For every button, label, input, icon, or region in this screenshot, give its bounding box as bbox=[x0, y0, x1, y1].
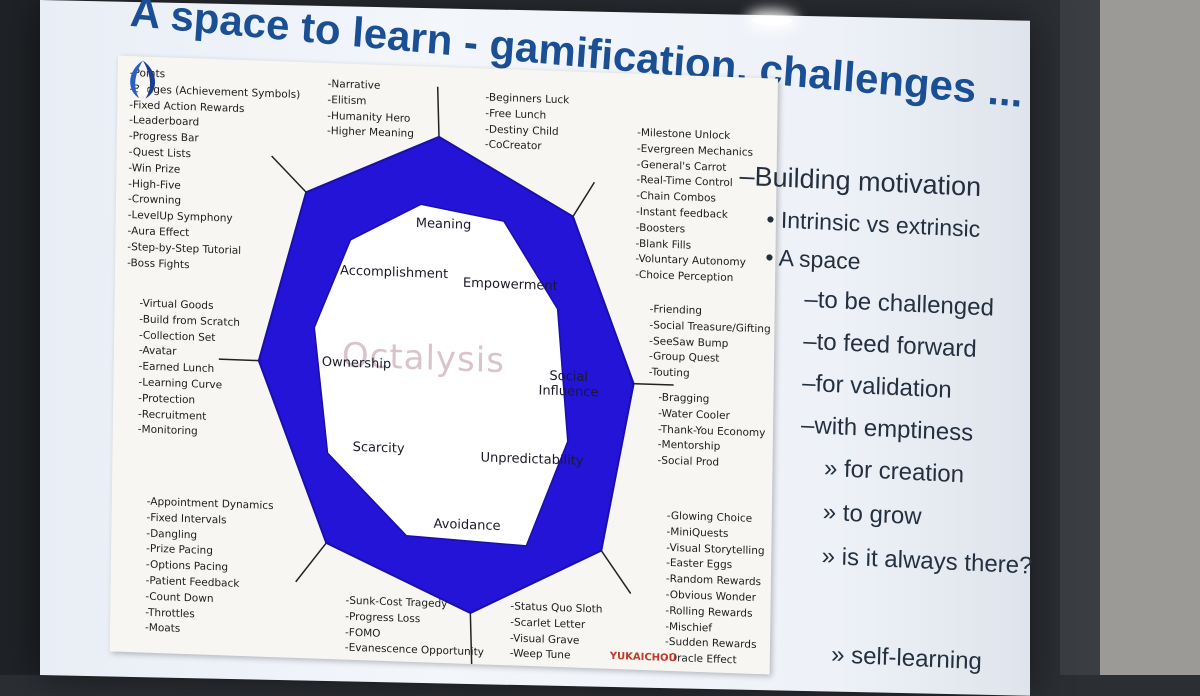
drive-ownership: Ownership bbox=[321, 354, 392, 373]
room-wall-right bbox=[1100, 0, 1200, 675]
drive-meaning: Meaning bbox=[415, 216, 472, 233]
bullet-a-space: • A space bbox=[765, 243, 861, 275]
list-unpredictability: -Glowing Choice-MiniQuests-Visual Storyt… bbox=[665, 509, 765, 670]
list-empowerment: -Milestone Unlock-Evergreen Mechanics-Ge… bbox=[635, 126, 753, 288]
yukaichou-logo-text: YUKAICHOU bbox=[609, 650, 677, 665]
bullet-creation: » for creation bbox=[823, 454, 965, 489]
octalysis-framework: Octalysis Meaning Empowerment Social Inf… bbox=[109, 55, 778, 675]
slide-bullets: –Building motivation • Intrinsic vs extr… bbox=[739, 161, 1060, 676]
bullet-intrinsic: • Intrinsic vs extrinsic bbox=[766, 205, 981, 242]
yukaichou-logo-icon bbox=[130, 60, 156, 99]
list-item: -Weep Tune bbox=[509, 647, 571, 662]
bullet-grow: » to grow bbox=[822, 498, 922, 531]
bullet-feed-forward: –to feed forward bbox=[802, 327, 978, 363]
bullet-emptiness: –with emptiness bbox=[800, 411, 974, 447]
list-item: -CoCreator bbox=[484, 138, 542, 153]
drive-scarcity: Scarcity bbox=[352, 439, 405, 457]
list-avoidance-right: -Status Quo Sloth-Scarlet Letter-Visual … bbox=[510, 599, 603, 665]
bullet-validation: –for validation bbox=[801, 369, 952, 404]
list-ownership: -Virtual Goods-Build from Scratch-Collec… bbox=[138, 296, 241, 442]
list-avoidance-left: -Sunk-Cost Tragedy-Progress Loss-FOMO-Ev… bbox=[345, 594, 485, 662]
bullet-always-there: » is it always there? bbox=[821, 542, 1033, 580]
list-item: -Higher Meaning bbox=[326, 125, 414, 141]
projector-glare bbox=[752, 14, 792, 26]
list-meaning-right: -Beginners Luck-Free Lunch-Destiny Child… bbox=[485, 90, 570, 156]
bullet-self-learning: » self-learning bbox=[830, 641, 983, 676]
bullet-challenged: –to be challenged bbox=[804, 285, 995, 322]
list-scarcity: -Appointment Dynamics-Fixed Intervals-Da… bbox=[145, 495, 274, 642]
drive-social-influence: Social Influence bbox=[538, 368, 599, 401]
drive-avoidance: Avoidance bbox=[433, 516, 501, 535]
list-social-upper: -Friending-Social Treasure/Gifting-SeeSa… bbox=[649, 302, 771, 385]
list-meaning-left: -Narrative-Elitism-Humanity Hero-Higher … bbox=[327, 77, 415, 143]
list-social-lower: -Bragging-Water Cooler-Thank-You Economy… bbox=[657, 391, 765, 474]
list-item: -Oracle Effect bbox=[664, 651, 737, 667]
projection-screen: A space to learn - gamification, challen… bbox=[40, 0, 1033, 696]
octagon-diagram bbox=[218, 86, 674, 665]
